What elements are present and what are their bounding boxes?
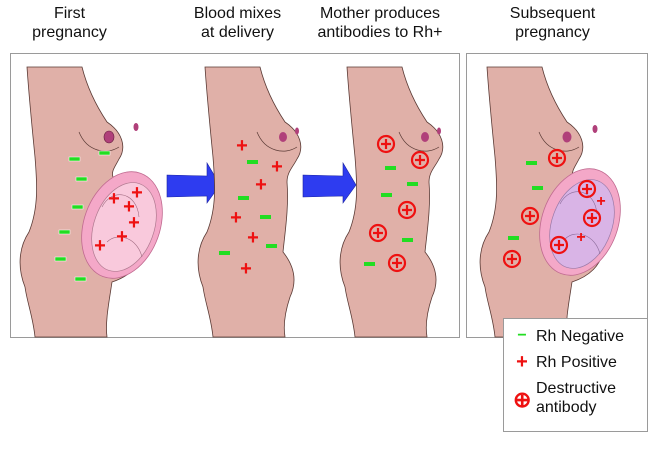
antibody-markers [502, 148, 602, 269]
title-line: antibodies to Rh+ [317, 24, 443, 41]
rh-negative-markers [54, 150, 111, 282]
breast-line [78, 131, 120, 152]
svg-text:+: + [271, 156, 283, 178]
antibody-icon [410, 150, 430, 170]
rh-negative-markers [219, 160, 277, 255]
svg-text:+: + [576, 229, 585, 246]
svg-text:+: + [230, 207, 242, 229]
legend: − Rh Negative + Rh Positive ⊕ Destructiv… [503, 318, 648, 432]
antibody-icon [502, 249, 522, 269]
rh-positive-markers: + + [576, 193, 605, 246]
antibody-icon [547, 148, 567, 168]
fetus [91, 182, 157, 272]
antibody-icon [387, 253, 407, 273]
rh-negative-markers [508, 161, 543, 240]
arrow-right-icon [302, 161, 357, 204]
title-line: Blood mixes [193, 5, 282, 22]
title-blood-mixes: Blood mixes at delivery [185, 4, 290, 42]
figure-first-pregnancy [19, 66, 163, 338]
svg-text:+: + [596, 193, 605, 210]
figure-subsequent-pregnancy [479, 66, 621, 338]
legend-label: Rh Positive [536, 354, 617, 371]
title-line: Mother produces [319, 5, 441, 22]
antibody-markers [368, 134, 430, 273]
svg-text:+: + [108, 188, 120, 210]
nipple-icon [562, 131, 572, 143]
antibody-icon [368, 223, 388, 243]
legend-label: Destructive antibody [536, 379, 616, 417]
svg-text:+: + [240, 258, 252, 280]
title-mother-produces-antibodies: Mother produces antibodies to Rh+ [300, 4, 460, 42]
svg-text:+: + [255, 174, 267, 196]
title-line: pregnancy [515, 24, 590, 41]
rh-negative-icon: − [517, 327, 527, 344]
svg-text:+: + [128, 212, 140, 234]
svg-text:+: + [123, 196, 135, 218]
antibody-icon [577, 179, 597, 199]
legend-label: Rh Negative [536, 328, 625, 345]
nipple-icon [421, 132, 429, 142]
nipple-icon [103, 130, 115, 144]
svg-text:+: + [94, 235, 106, 257]
rh-positive-markers: + + + + + + [230, 135, 283, 280]
antibody-icon [549, 235, 569, 255]
svg-text:+: + [247, 227, 259, 249]
title-line: Subsequent [509, 5, 596, 22]
svg-text:+: + [116, 226, 128, 248]
antibody-icon: ⊕ [513, 387, 532, 412]
title-line: First [53, 5, 86, 22]
figure-antibodies-produced [339, 66, 444, 338]
rh-positive-icon: + [516, 351, 528, 373]
title-subsequent-pregnancy: Subsequent pregnancy [495, 4, 610, 42]
legend-label-line: Destructive [536, 380, 617, 397]
title-line: at delivery [201, 24, 274, 41]
antibody-icon [582, 208, 602, 228]
antibody-icon [520, 206, 540, 226]
nipple-icon [133, 123, 139, 131]
figure-blood-mixes [197, 66, 302, 338]
antibody-icon [376, 134, 396, 154]
svg-text:+: + [131, 182, 143, 204]
nipple-icon [279, 132, 287, 142]
nipple-icon [437, 127, 441, 135]
nipple-icon [592, 125, 598, 133]
svg-text:+: + [236, 135, 248, 157]
antibody-icon [397, 200, 417, 220]
title-first-pregnancy: First pregnancy [22, 4, 117, 42]
arrow-right-icon [166, 161, 221, 204]
legend-label-line: antibody [536, 399, 597, 416]
title-line: pregnancy [32, 24, 107, 41]
nipple-icon [295, 127, 299, 135]
rh-positive-markers: + + + + + + [94, 182, 143, 257]
rh-negative-markers [364, 166, 418, 266]
